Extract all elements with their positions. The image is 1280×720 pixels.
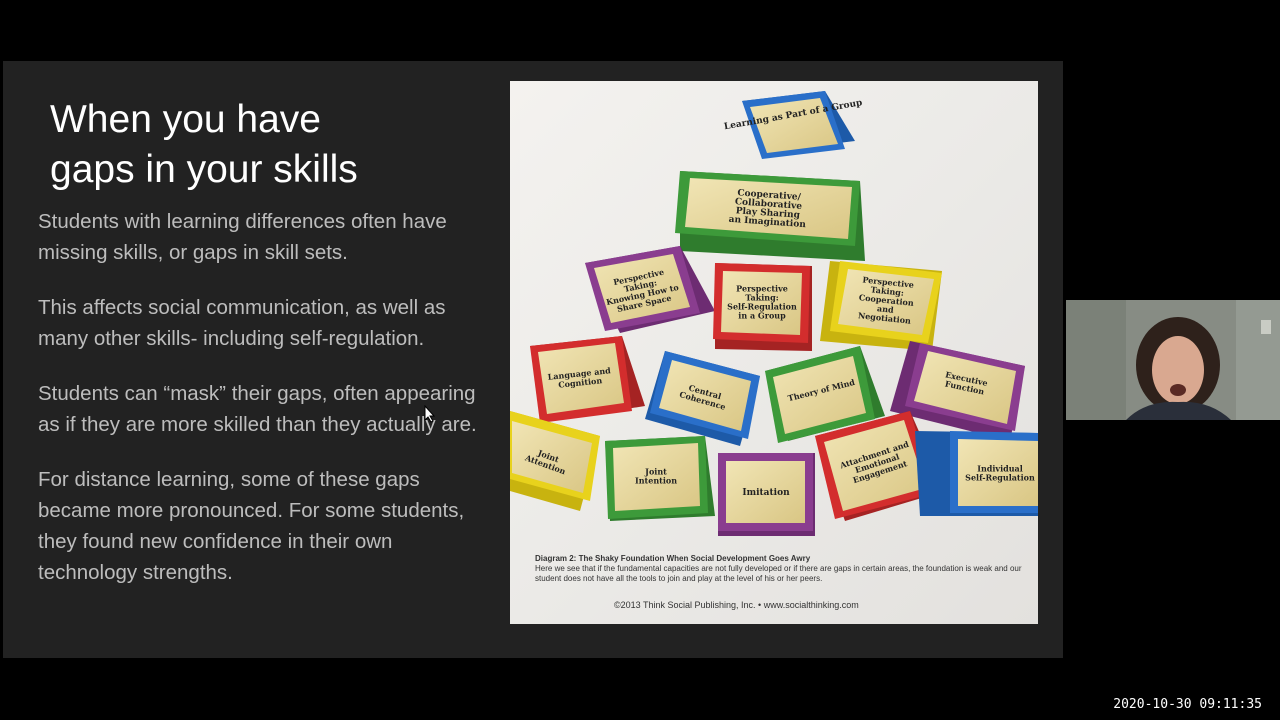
block-executive: ExecutiveFunction [890,341,1025,441]
diagram-photo: Learning as Part of a Group Cooperative/… [510,81,1038,624]
block-pt-cooperation: PerspectiveTaking:CooperationandNegotiat… [820,261,942,351]
presentation-slide: When you have gaps in your skills Studen… [3,61,1063,658]
block-joint-attention: JointAttention [510,411,600,511]
slide-body: Students with learning differences often… [38,206,493,612]
caption-title: Diagram 2: The Shaky Foundation When Soc… [535,554,811,563]
copyright-line: ©2013 Think Social Publishing, Inc. • ww… [614,600,859,610]
paragraph-3: Students can “mask” their gaps, often ap… [38,382,477,436]
presenter-avatar [1066,300,1280,420]
title-line-1: When you have [50,98,322,141]
block-label-11: Imitation [742,488,790,498]
diagram-caption: Diagram 2: The Shaky Foundation When Soc… [535,554,1035,584]
block-imitation: Imitation [718,453,815,536]
block-label-2: PerspectiveTaking:Knowing How toShare Sp… [601,264,682,316]
block-central: CentralCoherence [645,351,760,446]
paragraph-4: For distance learning, some of these gap… [38,468,465,584]
mouse-cursor-icon [424,405,436,423]
webcam-video [1066,300,1280,420]
block-theory: Theory of Mind [765,346,885,443]
paragraph-2: This affects social communication, as we… [38,296,446,350]
block-label-1: Cooperative/CollaborativePlay Sharingan … [728,188,808,230]
slide-title: When you have gaps in your skills [50,95,490,195]
block-cooperative: Cooperative/CollaborativePlay Sharingan … [675,171,865,261]
block-language: Language andCognition [530,336,645,423]
block-pt-knowing: PerspectiveTaking:Knowing How toShare Sp… [585,246,715,333]
block-label-5: Language andCognition [547,365,612,391]
paragraph-1: Students with learning differences often… [38,210,447,264]
title-line-2: gaps in your skills [50,148,358,191]
block-learning-group: Learning as Part of a Group [723,91,863,159]
caption-text: Here we see that if the fundamental capa… [535,564,1022,583]
block-label-4: PerspectiveTaking:CooperationandNegotiat… [857,274,917,326]
block-attachment: Attachment andEmotionalEngagement [815,411,945,521]
block-pyramid: Learning as Part of a Group Cooperative/… [510,91,1038,536]
timestamp: 2020-10-30 09:11:35 [1113,697,1262,712]
